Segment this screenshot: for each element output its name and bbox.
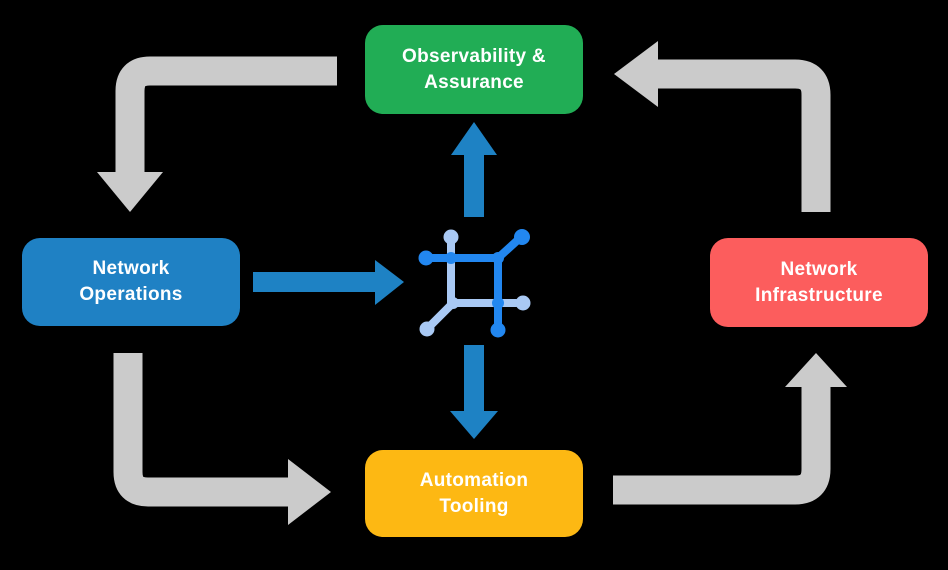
node-network-infrastructure: Network Infrastructure xyxy=(710,238,928,327)
cycle-arrow-automation-to-infrastructure xyxy=(613,353,847,505)
node-label-line: Observability & xyxy=(402,45,546,67)
cycle-arrow-infrastructure-to-observability xyxy=(614,41,831,212)
flow-arrow-center-to-automation xyxy=(450,345,498,439)
node-label-line: Automation xyxy=(419,469,529,491)
node-network-operations: Network Operations xyxy=(22,238,240,326)
flow-arrow-operations-to-center xyxy=(253,260,404,305)
node-label-line: Infrastructure xyxy=(755,284,883,306)
cycle-arrow-operations-to-automation xyxy=(113,353,331,525)
node-label-line: Tooling xyxy=(439,495,509,517)
node-label-line: Operations xyxy=(79,284,183,305)
node-observability-assurance: Observability & Assurance xyxy=(365,25,583,114)
node-automation-tooling: Automation Tooling xyxy=(365,450,583,537)
node-label-line: Network xyxy=(92,258,170,279)
cycle-arrow-observability-to-operations xyxy=(97,56,337,212)
network-mesh-icon xyxy=(418,229,531,338)
node-label-line: Assurance xyxy=(424,71,524,93)
node-label-line: Network xyxy=(780,258,858,280)
flow-arrow-center-to-observability xyxy=(451,122,497,217)
